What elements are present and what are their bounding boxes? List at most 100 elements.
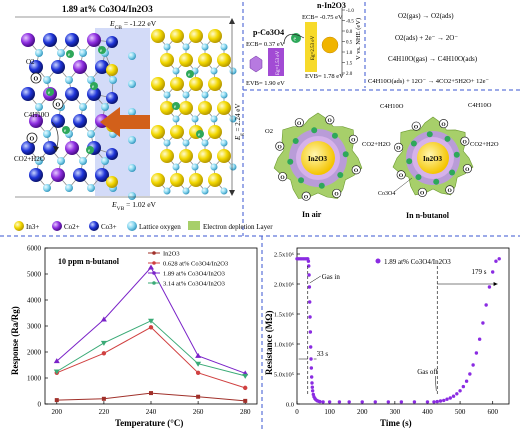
lattice-atom [179, 149, 193, 163]
crystal-o2-label: O2 [26, 58, 35, 66]
svg-text:O: O [56, 103, 61, 109]
electron-icon [172, 102, 180, 110]
svg-text:CO2+H2O: CO2+H2O [362, 141, 391, 148]
lattice-atom [21, 33, 35, 47]
chart1-ytick-label: 0 [38, 401, 42, 409]
lattice-atom [106, 148, 118, 160]
lattice-atom [73, 60, 87, 74]
lattice-atom [51, 60, 65, 74]
legend-co2-icon [52, 221, 62, 231]
chart2-data-point [318, 399, 322, 404]
lattice-atom [217, 53, 231, 67]
chart2-data-point [321, 400, 325, 404]
svg-text:In2O3: In2O3 [423, 155, 443, 163]
chart2-data-point [487, 285, 492, 289]
lattice-atom [172, 163, 180, 171]
lattice-atom [189, 173, 203, 187]
electron-icon [453, 151, 460, 158]
svg-text:e: e [100, 49, 103, 54]
chart2-ylabel: Resistance (MΩ) [264, 311, 274, 375]
lattice-atom [73, 114, 87, 128]
chart1-title: 10 ppm n-butanol [58, 257, 120, 266]
svg-text:C4H10O: C4H10O [380, 103, 404, 110]
lattice-atom [101, 103, 109, 111]
lattice-atom [79, 49, 87, 57]
adsorbed-oxygen-icon [26, 132, 38, 144]
adsorbed-oxygen-icon [30, 72, 42, 84]
chart2-data-point [308, 345, 313, 349]
chart1-xtick-label: 260 [193, 408, 204, 416]
lattice-atom [208, 29, 222, 43]
chart1-data-point [100, 316, 107, 322]
lattice-atom [128, 80, 136, 88]
n-band-gap [305, 22, 317, 72]
electron-icon [444, 135, 451, 142]
lattice-atom [220, 139, 228, 147]
chart2-data-point [481, 321, 485, 325]
lattice-atom [172, 115, 180, 123]
chart2-data-point [494, 259, 498, 263]
lattice-atom [217, 149, 231, 163]
electron-icon [410, 140, 417, 147]
chart1-data-point [100, 340, 107, 346]
electron-icon [449, 169, 456, 176]
lattice-atom [106, 64, 118, 76]
lattice-atom [65, 76, 73, 84]
electron-icon [46, 88, 54, 96]
lattice-atom [160, 149, 174, 163]
lattice-atom [128, 164, 136, 172]
lattice-atom [163, 91, 171, 99]
reaction-equations: O2(gas) → O2(ads) O2(ads) + 2e⁻ → 2O⁻ C4… [368, 12, 490, 85]
chart2-ytick-label: 5.0x10⁵ [274, 372, 294, 379]
nhe-tick-label: 2.0 [346, 72, 353, 77]
lattice-atom [79, 103, 87, 111]
electron-icon [98, 46, 106, 54]
chart2-data-point [448, 396, 452, 400]
chart2-data-point [306, 259, 311, 263]
adsorbed-oxygen-icon [275, 141, 285, 151]
chart2-xtick-label: 0 [295, 408, 299, 416]
adsorbed-oxygen-icon [462, 164, 472, 174]
chart2-data-point [309, 366, 314, 370]
chart2-data-point [308, 300, 312, 304]
adsorbed-oxygen-icon [411, 121, 421, 131]
legend-depletion: Electron depletion Layer [203, 223, 273, 231]
lattice-atom [106, 176, 118, 188]
lattice-atom [65, 184, 73, 192]
chart2-ytick-label: 1.5x10⁶ [274, 312, 294, 319]
electron-icon [196, 130, 204, 138]
electron-icon [66, 50, 74, 58]
lattice-atom [208, 173, 222, 187]
chart2-data-point [474, 351, 479, 355]
lattice-atom [220, 91, 228, 99]
legend-depletion-icon [188, 221, 200, 230]
lattice-atom [87, 184, 95, 192]
crystal-evb-label: EVB = 1.02 eV [111, 200, 157, 212]
legend-in3-icon [14, 221, 24, 231]
chart2-data-point [468, 372, 472, 376]
svg-text:O: O [354, 168, 359, 174]
chart1-data-point [195, 361, 202, 367]
electron-icon [426, 131, 433, 138]
chart2-xtick-label: 600 [487, 408, 498, 416]
lattice-atom [128, 192, 136, 200]
chart1-data-point [242, 373, 249, 379]
lattice-atom [43, 33, 57, 47]
adsorbed-oxygen-icon [394, 142, 404, 152]
electron-icon [337, 171, 344, 178]
electron-icon [62, 126, 70, 134]
lattice-atom [229, 67, 237, 75]
response-temperature-chart: 10 ppm n-butanol Temperature (°C) Respon… [10, 245, 258, 428]
lattice-atom [35, 157, 43, 165]
electron-icon [311, 127, 318, 134]
adsorbed-oxygen-icon [351, 165, 361, 175]
lattice-atom [43, 76, 51, 84]
chart2-data-point [337, 400, 342, 404]
lattice-atom [65, 87, 79, 101]
chart2-data-point [309, 357, 313, 361]
adsorbed-oxygen-icon [294, 118, 304, 128]
chart2-data-point [490, 270, 495, 274]
crystal-title: 1.89 at% Co3O4/In2O3 [62, 4, 153, 14]
chart2-data-point [310, 385, 315, 389]
